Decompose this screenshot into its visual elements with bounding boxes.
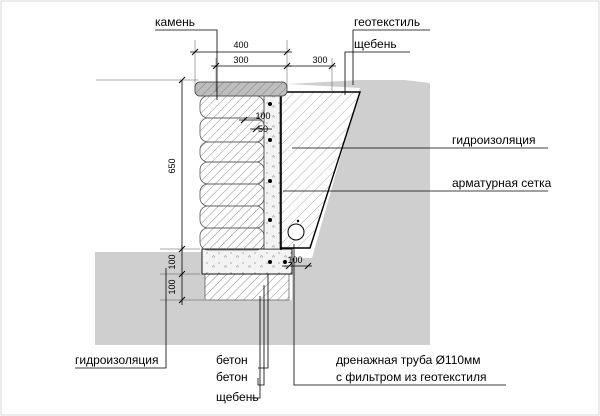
leader-lines <box>75 29 548 399</box>
label-waterproofing-left: гидроизоляция <box>75 353 158 367</box>
ground-lower <box>95 252 292 345</box>
dim-inner-100: 100 <box>255 111 270 121</box>
dimension-ticks <box>178 48 336 304</box>
label-waterproofing-right: гидроизоляция <box>452 133 535 147</box>
gravel-base <box>204 273 290 301</box>
label-stone: камень <box>155 15 195 29</box>
dim-left-100b: 100 <box>167 279 177 294</box>
dim-top-left: 300 <box>233 55 248 65</box>
label-geotextile: геотекстиль <box>354 15 420 29</box>
stone-blocks <box>194 81 288 251</box>
label-gravel-top: щебень <box>354 37 397 51</box>
label-concrete-1: бетон <box>216 353 248 367</box>
ground-upper-right <box>288 80 430 345</box>
dim-height-650: 650 <box>167 158 177 173</box>
drain-pipe <box>287 223 305 241</box>
dim-inner-50: 50 <box>258 124 268 134</box>
label-drain-line1: дренажная труба Ø110мм <box>336 353 481 367</box>
label-drain-line2: с фильтром из геотекстиля <box>336 370 487 384</box>
label-rebar-mesh: арматурная сетка <box>452 176 552 190</box>
dim-top-right: 300 <box>312 55 327 65</box>
dim-top-total: 400 <box>233 40 248 50</box>
label-concrete-2: бетон <box>216 370 248 384</box>
label-gravel-bottom: щебень <box>216 390 259 404</box>
dim-bottom-100: 100 <box>287 255 302 265</box>
dim-left-100a: 100 <box>167 254 177 269</box>
rebar-points <box>268 102 300 264</box>
